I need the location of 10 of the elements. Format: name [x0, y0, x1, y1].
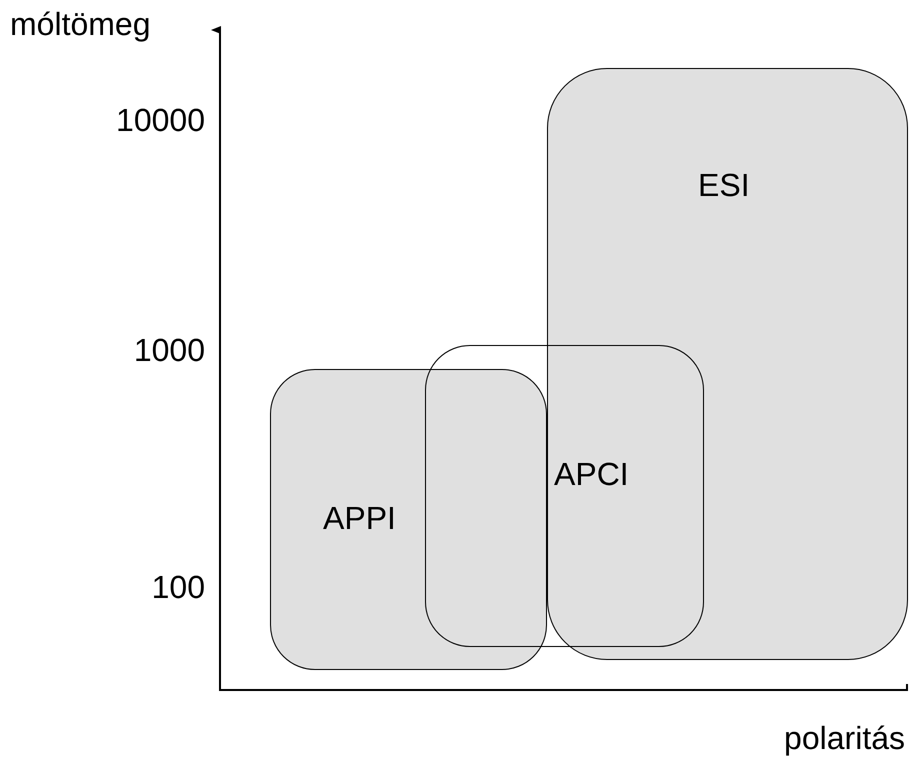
region-label: ESI [698, 169, 750, 201]
region-label: APCI [554, 458, 629, 490]
axis-title: polaritás [783, 719, 905, 758]
tick-label: 100 [150, 568, 205, 607]
tick-label: 10000 [115, 101, 205, 140]
axis-title: móltömeg [10, 5, 152, 44]
region-label: APPI [323, 502, 396, 534]
shaded-region [270, 369, 547, 670]
tick-label: 1000 [132, 331, 205, 370]
shaded-region [547, 68, 908, 660]
